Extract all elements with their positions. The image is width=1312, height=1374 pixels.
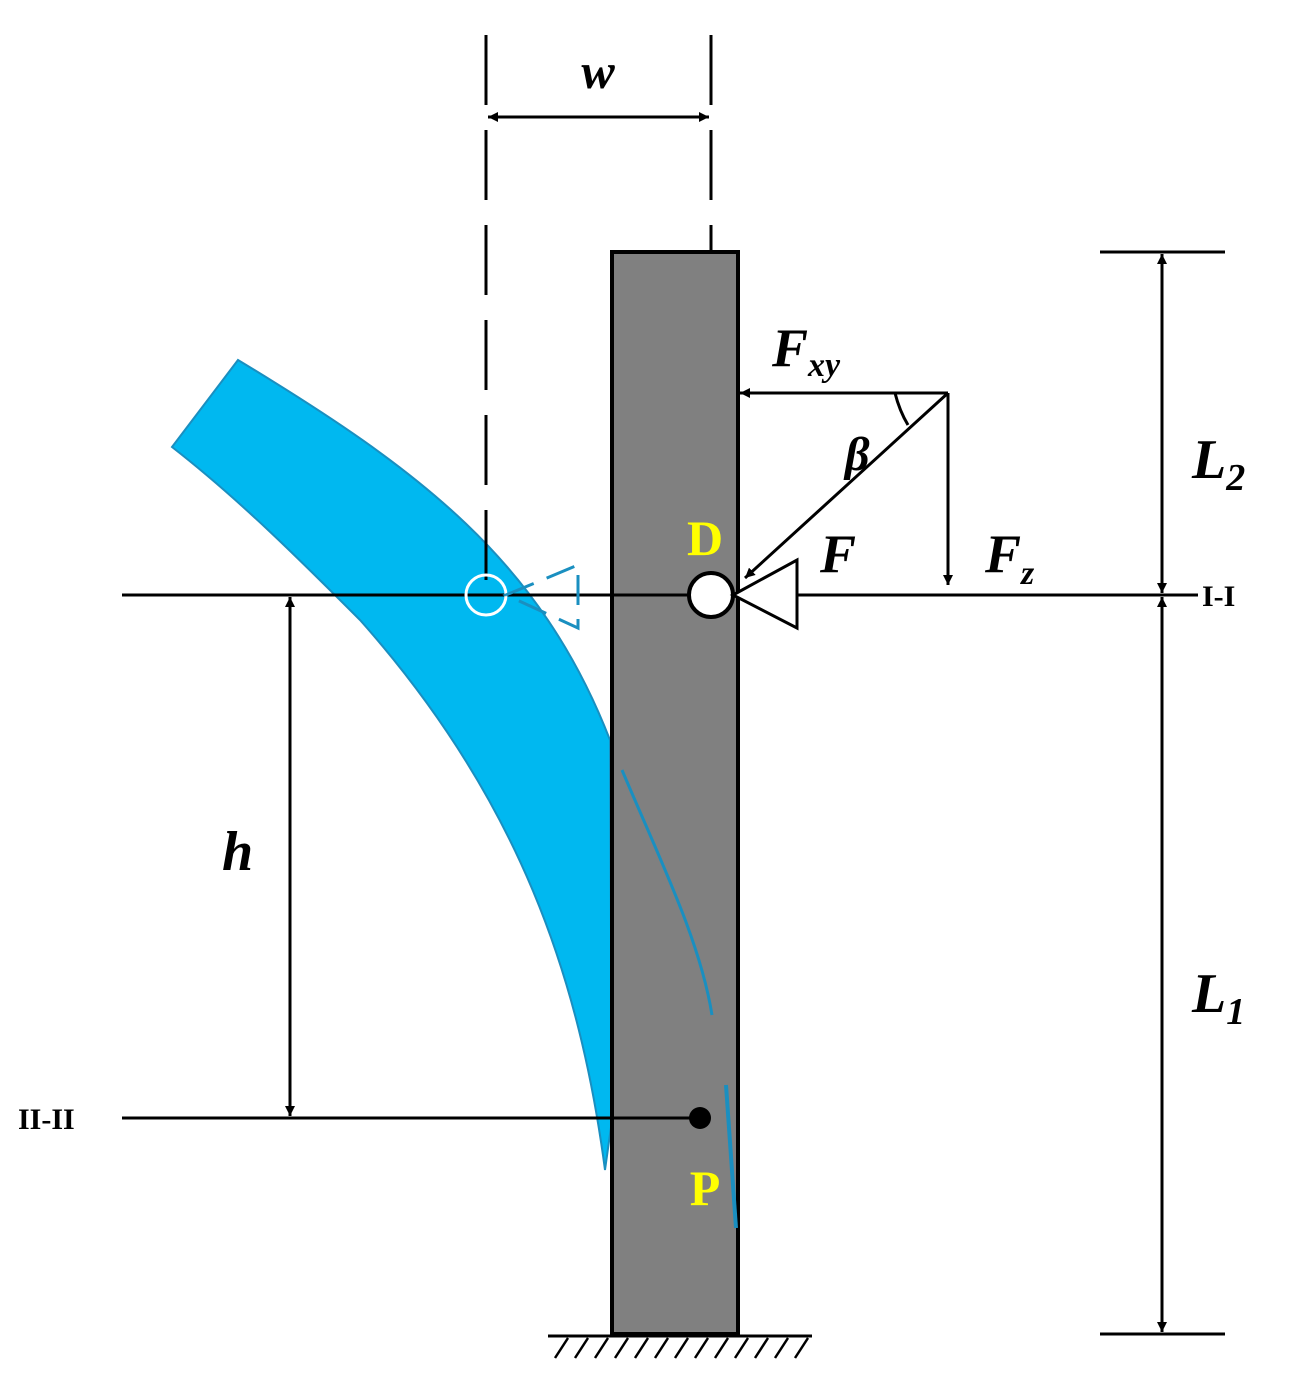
beta-label: β [843, 428, 870, 481]
ground-support [548, 1334, 812, 1359]
deflection-tick [724, 1084, 738, 1229]
section-2-label: II-II [18, 1103, 75, 1136]
pin-support-d [687, 557, 799, 631]
deflection-curve [620, 769, 714, 1016]
fxy-label: Fxy [771, 318, 841, 384]
pin-support-left [464, 562, 580, 631]
l1-label: L1 [1191, 963, 1245, 1033]
point-p [689, 1107, 711, 1129]
fz-label: Fz [984, 524, 1035, 592]
l2-label: L2 [1191, 429, 1245, 499]
point-p-label: P [690, 1160, 721, 1216]
point-d-label: D [687, 510, 723, 566]
f-label: F [819, 524, 856, 584]
f-resultant-arrow [743, 391, 950, 580]
beta-angle-arc [893, 392, 910, 426]
w-label: w [581, 43, 615, 99]
section-1-label: I-I [1202, 580, 1235, 613]
curved-blade [170, 358, 614, 1171]
h-label: h [222, 821, 253, 883]
